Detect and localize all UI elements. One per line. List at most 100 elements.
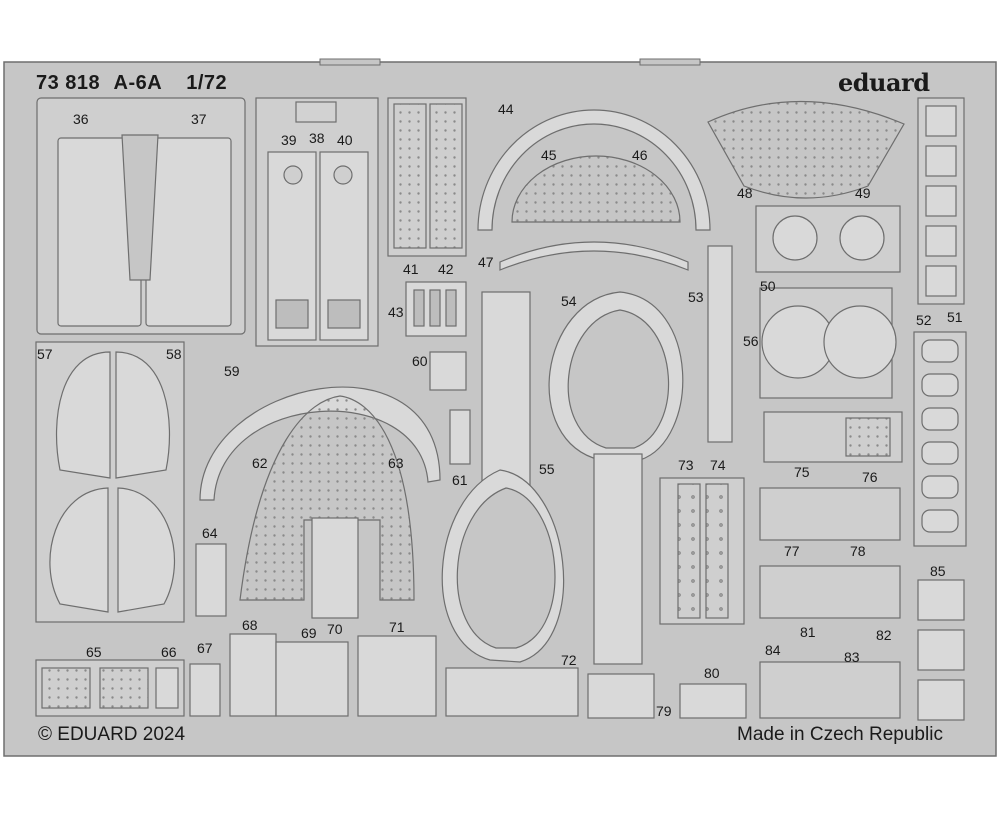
part-54-hole xyxy=(567,309,670,449)
part-50-left xyxy=(772,215,818,261)
part-68 xyxy=(229,633,277,717)
fret-title: 73 818 A-6A 1/72 xyxy=(36,72,235,95)
part-66 xyxy=(155,667,179,709)
part-label-53: 53 xyxy=(688,289,704,305)
part-52-d xyxy=(921,441,959,465)
part-85-c xyxy=(917,679,965,721)
part-label-36: 36 xyxy=(73,111,89,127)
part-77-78-carrier xyxy=(759,487,901,541)
part-label-63: 63 xyxy=(388,455,404,471)
part-label-72: 72 xyxy=(561,652,577,668)
part-51-e xyxy=(925,265,957,297)
part-label-75: 75 xyxy=(794,464,810,480)
part-52-a xyxy=(921,339,959,363)
part-41 xyxy=(393,103,427,249)
part-51-d xyxy=(925,225,957,257)
origin-text: Made in Czech Republic xyxy=(737,724,943,745)
part-85-b xyxy=(917,629,965,671)
part-label-60: 60 xyxy=(412,353,428,369)
part-label-73: 73 xyxy=(678,457,694,473)
part-label-74: 74 xyxy=(710,457,726,473)
part-55-stem xyxy=(481,291,531,501)
part-label-67: 67 xyxy=(197,640,213,656)
part-39-detail xyxy=(283,165,303,185)
part-label-71: 71 xyxy=(389,619,405,635)
part-43-detail xyxy=(429,289,441,327)
part-65-a xyxy=(41,667,91,709)
part-83-84-carrier xyxy=(759,661,901,719)
cutout-wedge xyxy=(121,134,159,281)
part-61 xyxy=(449,409,471,465)
scale-label: 1/72 xyxy=(186,72,228,94)
brand-logo-text: eduard xyxy=(838,68,930,97)
part-label-62: 62 xyxy=(252,455,268,471)
part-39-slot xyxy=(275,299,309,329)
part-69 xyxy=(275,641,349,717)
part-37 xyxy=(145,137,232,327)
part-label-79: 79 xyxy=(656,703,672,719)
part-51-b xyxy=(925,145,957,177)
part-74 xyxy=(705,483,729,619)
fret-tab xyxy=(639,58,701,66)
part-52-f xyxy=(921,509,959,533)
part-label-49: 49 xyxy=(855,185,871,201)
part-51-c xyxy=(925,185,957,217)
part-label-52: 52 xyxy=(916,312,932,328)
part-label-54: 54 xyxy=(561,293,577,309)
part-label-41: 41 xyxy=(403,261,419,277)
part-81-82-carrier xyxy=(759,565,901,619)
part-label-46: 46 xyxy=(632,147,648,163)
part-label-81: 81 xyxy=(800,624,816,640)
part-label-57: 57 xyxy=(37,346,53,362)
part-label-38: 38 xyxy=(309,130,325,146)
part-label-55: 55 xyxy=(539,461,555,477)
part-47 xyxy=(499,241,689,271)
part-58-lower xyxy=(117,487,176,613)
part-label-42: 42 xyxy=(438,261,454,277)
part-label-70: 70 xyxy=(327,621,343,637)
part-label-48: 48 xyxy=(737,185,753,201)
part-38 xyxy=(295,101,337,123)
part-label-76: 76 xyxy=(862,469,878,485)
part-50-right xyxy=(839,215,885,261)
part-70 xyxy=(311,517,359,619)
part-73-74-carrier xyxy=(659,477,745,625)
part-65-b xyxy=(99,667,149,709)
part-label-84: 84 xyxy=(765,642,781,658)
part-56-left xyxy=(761,305,835,379)
part-label-77: 77 xyxy=(784,543,800,559)
part-label-43: 43 xyxy=(388,304,404,320)
part-label-39: 39 xyxy=(281,132,297,148)
part-label-50: 50 xyxy=(760,278,776,294)
part-label-78: 78 xyxy=(850,543,866,559)
part-label-80: 80 xyxy=(704,665,720,681)
part-label-59: 59 xyxy=(224,363,240,379)
part-48-49 xyxy=(707,100,905,199)
part-67 xyxy=(189,663,221,717)
part-55-hole xyxy=(456,487,556,649)
part-60 xyxy=(429,351,467,391)
part-53 xyxy=(707,245,733,443)
part-label-47: 47 xyxy=(478,254,494,270)
part-label-40: 40 xyxy=(337,132,353,148)
model-name: A-6A xyxy=(113,72,163,94)
part-label-45: 45 xyxy=(541,147,557,163)
part-52-e xyxy=(921,475,959,499)
part-43-detail xyxy=(413,289,425,327)
part-label-44: 44 xyxy=(498,101,514,117)
part-label-56: 56 xyxy=(743,333,759,349)
part-52-c xyxy=(921,407,959,431)
fret-tab xyxy=(319,58,381,66)
part-label-69: 69 xyxy=(301,625,317,641)
part-label-85: 85 xyxy=(930,563,946,579)
part-54-tail xyxy=(593,453,643,665)
part-85-a xyxy=(917,579,965,621)
part-80 xyxy=(679,683,747,719)
part-57 xyxy=(55,351,111,479)
part-79 xyxy=(587,673,655,719)
part-59 xyxy=(199,386,441,501)
part-42 xyxy=(429,103,463,249)
part-73 xyxy=(677,483,701,619)
part-51-a xyxy=(925,105,957,137)
part-58 xyxy=(115,351,171,479)
